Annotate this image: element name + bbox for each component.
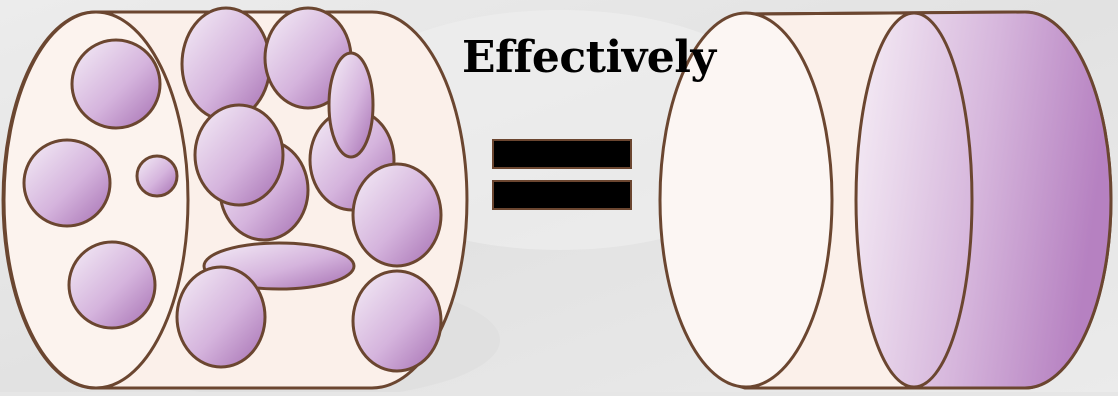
equals-bar-top: [493, 140, 631, 168]
equals-bar-bottom: [493, 181, 631, 209]
fiber-disc: [353, 164, 441, 266]
fiber-disc: [177, 267, 265, 367]
caption-text: Effectively: [462, 36, 716, 80]
fiber-disc: [182, 8, 270, 120]
single-cylinder-icon: [660, 12, 1111, 388]
fiber-disc: [353, 271, 441, 371]
fiber-disc: [195, 105, 283, 205]
fiber-disc: [69, 242, 155, 328]
fiber-disc: [137, 156, 177, 196]
fiber-disc: [329, 53, 373, 157]
single-cylinder-shade: [856, 12, 1111, 388]
fiber-disc: [24, 140, 110, 226]
bundle-of-fibers-icon: [3, 8, 467, 388]
fiber-disc: [72, 40, 160, 128]
